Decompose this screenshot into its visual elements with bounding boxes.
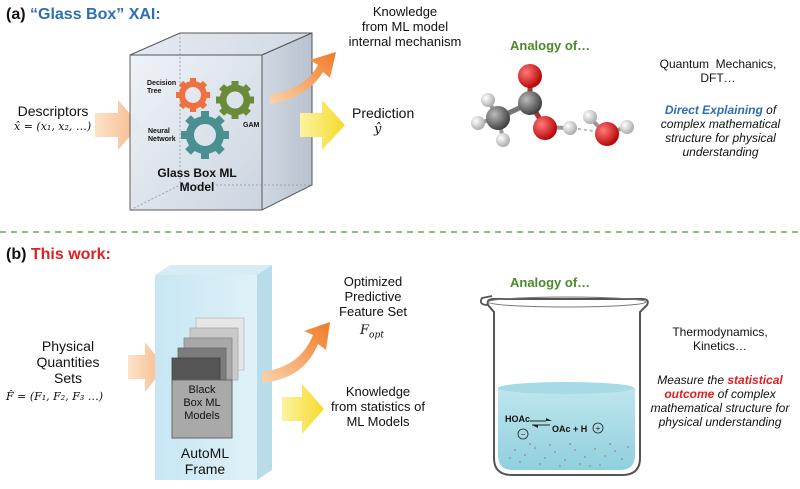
analogy-label-b: Analogy of… bbox=[510, 275, 591, 290]
measure-rest: of complex mathematical structure for ph… bbox=[650, 387, 790, 429]
prediction-label: Prediction bbox=[352, 105, 415, 121]
measure-text: Measure the statistical outcome of compl… bbox=[645, 373, 795, 429]
knowledge-label-a: Knowledge from ML model internal mechani… bbox=[348, 4, 462, 49]
prediction-arrow bbox=[300, 100, 345, 150]
physical-arrow bbox=[128, 342, 165, 392]
automl-top bbox=[155, 265, 272, 275]
blackbox-front bbox=[171, 379, 233, 439]
knowledge-arrow-b bbox=[282, 384, 324, 434]
gear-green-icon bbox=[216, 81, 254, 119]
descriptors-label: Descriptors bbox=[17, 103, 89, 119]
panel-a-prefix: (a) bbox=[6, 6, 30, 23]
gear-orange-icon bbox=[176, 78, 210, 112]
blackbox-label: Black Box ML Models bbox=[183, 384, 221, 422]
svg-text:−: − bbox=[521, 430, 526, 439]
fopt-symbol: Fopt bbox=[360, 323, 384, 341]
beaker-reaction-right: OAc + H bbox=[552, 424, 588, 434]
panel-a-label: (a) “Glass Box” XAI: bbox=[6, 6, 161, 24]
fopt-subscript: opt bbox=[369, 330, 384, 341]
explain-text: Direct Explaining of complex mathematica… bbox=[648, 103, 793, 159]
qm-label: Quantum Mechanics, DFT… bbox=[659, 57, 777, 85]
molecule-icon bbox=[471, 64, 634, 147]
beaker-reaction-left: HOAc bbox=[505, 414, 531, 424]
gear-label-decision-tree: Decision Tree bbox=[147, 80, 177, 95]
explain-rest: of complex mathematical structure for ph… bbox=[660, 103, 781, 159]
optimized-arrow bbox=[262, 322, 330, 383]
gear-label-neural-network: Neural Network bbox=[148, 128, 176, 143]
physical-formula: F̂ = (F₁, F₂, F₃ …) bbox=[6, 390, 104, 403]
analogy-label-a: Analogy of… bbox=[510, 38, 591, 53]
optimized-label: Optimized Predictive Feature Set bbox=[339, 274, 407, 319]
panel-b-title: This work: bbox=[30, 246, 111, 263]
knowledge-label-b: Knowledge from statistics of ML Models bbox=[331, 384, 425, 429]
thermo-label: Thermodynamics, Kinetics… bbox=[672, 325, 768, 353]
measure-prefix: Measure the bbox=[657, 373, 728, 387]
descriptors-formula: x̂ = (x₁, x₂, …) bbox=[14, 120, 92, 133]
gear-label-gam: GAM bbox=[243, 122, 260, 129]
physical-label: Physical Quantities Sets bbox=[36, 338, 100, 386]
prediction-symbol: ŷ bbox=[374, 122, 382, 137]
descriptors-arrow bbox=[95, 100, 140, 150]
beaker-icon: − + bbox=[479, 295, 649, 476]
measure-highlight: statistical outcome bbox=[664, 373, 783, 401]
svg-text:+: + bbox=[596, 424, 601, 433]
fopt-letter: F bbox=[360, 323, 370, 338]
knowledge-arrow-a bbox=[270, 52, 336, 104]
explain-highlight: Direct Explaining bbox=[664, 103, 763, 117]
panel-b-prefix: (b) bbox=[6, 246, 31, 263]
glass-box-title: Glass Box ML Model bbox=[157, 166, 237, 194]
panel-b-label: (b) This work: bbox=[6, 246, 111, 264]
panel-a-title: “Glass Box” XAI: bbox=[30, 6, 161, 23]
automl-label: AutoML Frame bbox=[180, 445, 230, 477]
